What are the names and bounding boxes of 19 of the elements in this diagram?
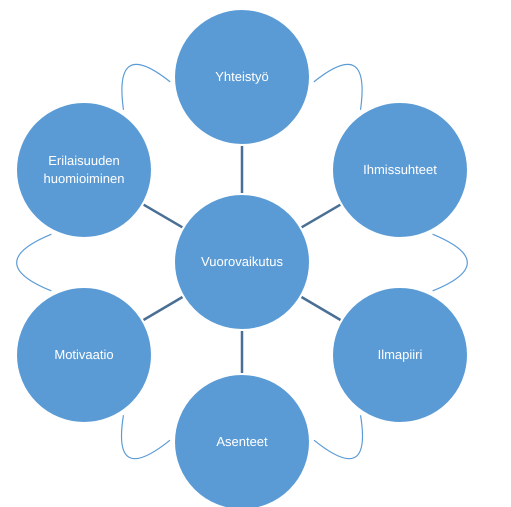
- node-label: Ihmissuhteet: [362, 161, 438, 179]
- node-label: Erilaisuuden huomioiminen: [42, 152, 126, 188]
- connector-line: [240, 331, 244, 373]
- connector-line: [143, 204, 183, 228]
- cycle-arc: [313, 64, 363, 110]
- node-label: Ilmapiiri: [376, 346, 424, 364]
- cycle-arc: [432, 234, 468, 292]
- cycle-arc: [314, 415, 364, 460]
- node-label: Yhteistyö: [214, 68, 270, 86]
- connector-line: [300, 296, 342, 322]
- connector-line: [301, 204, 341, 228]
- node-label: Vuorovaikutus: [200, 253, 284, 271]
- cycle-arc: [16, 234, 52, 292]
- node-label: Motivaatio: [53, 346, 115, 364]
- connector-line: [142, 296, 184, 322]
- node-label: Asenteet: [215, 433, 269, 451]
- cycle-arc: [120, 415, 170, 460]
- cycle-arc: [121, 64, 171, 110]
- connector-line: [240, 146, 244, 193]
